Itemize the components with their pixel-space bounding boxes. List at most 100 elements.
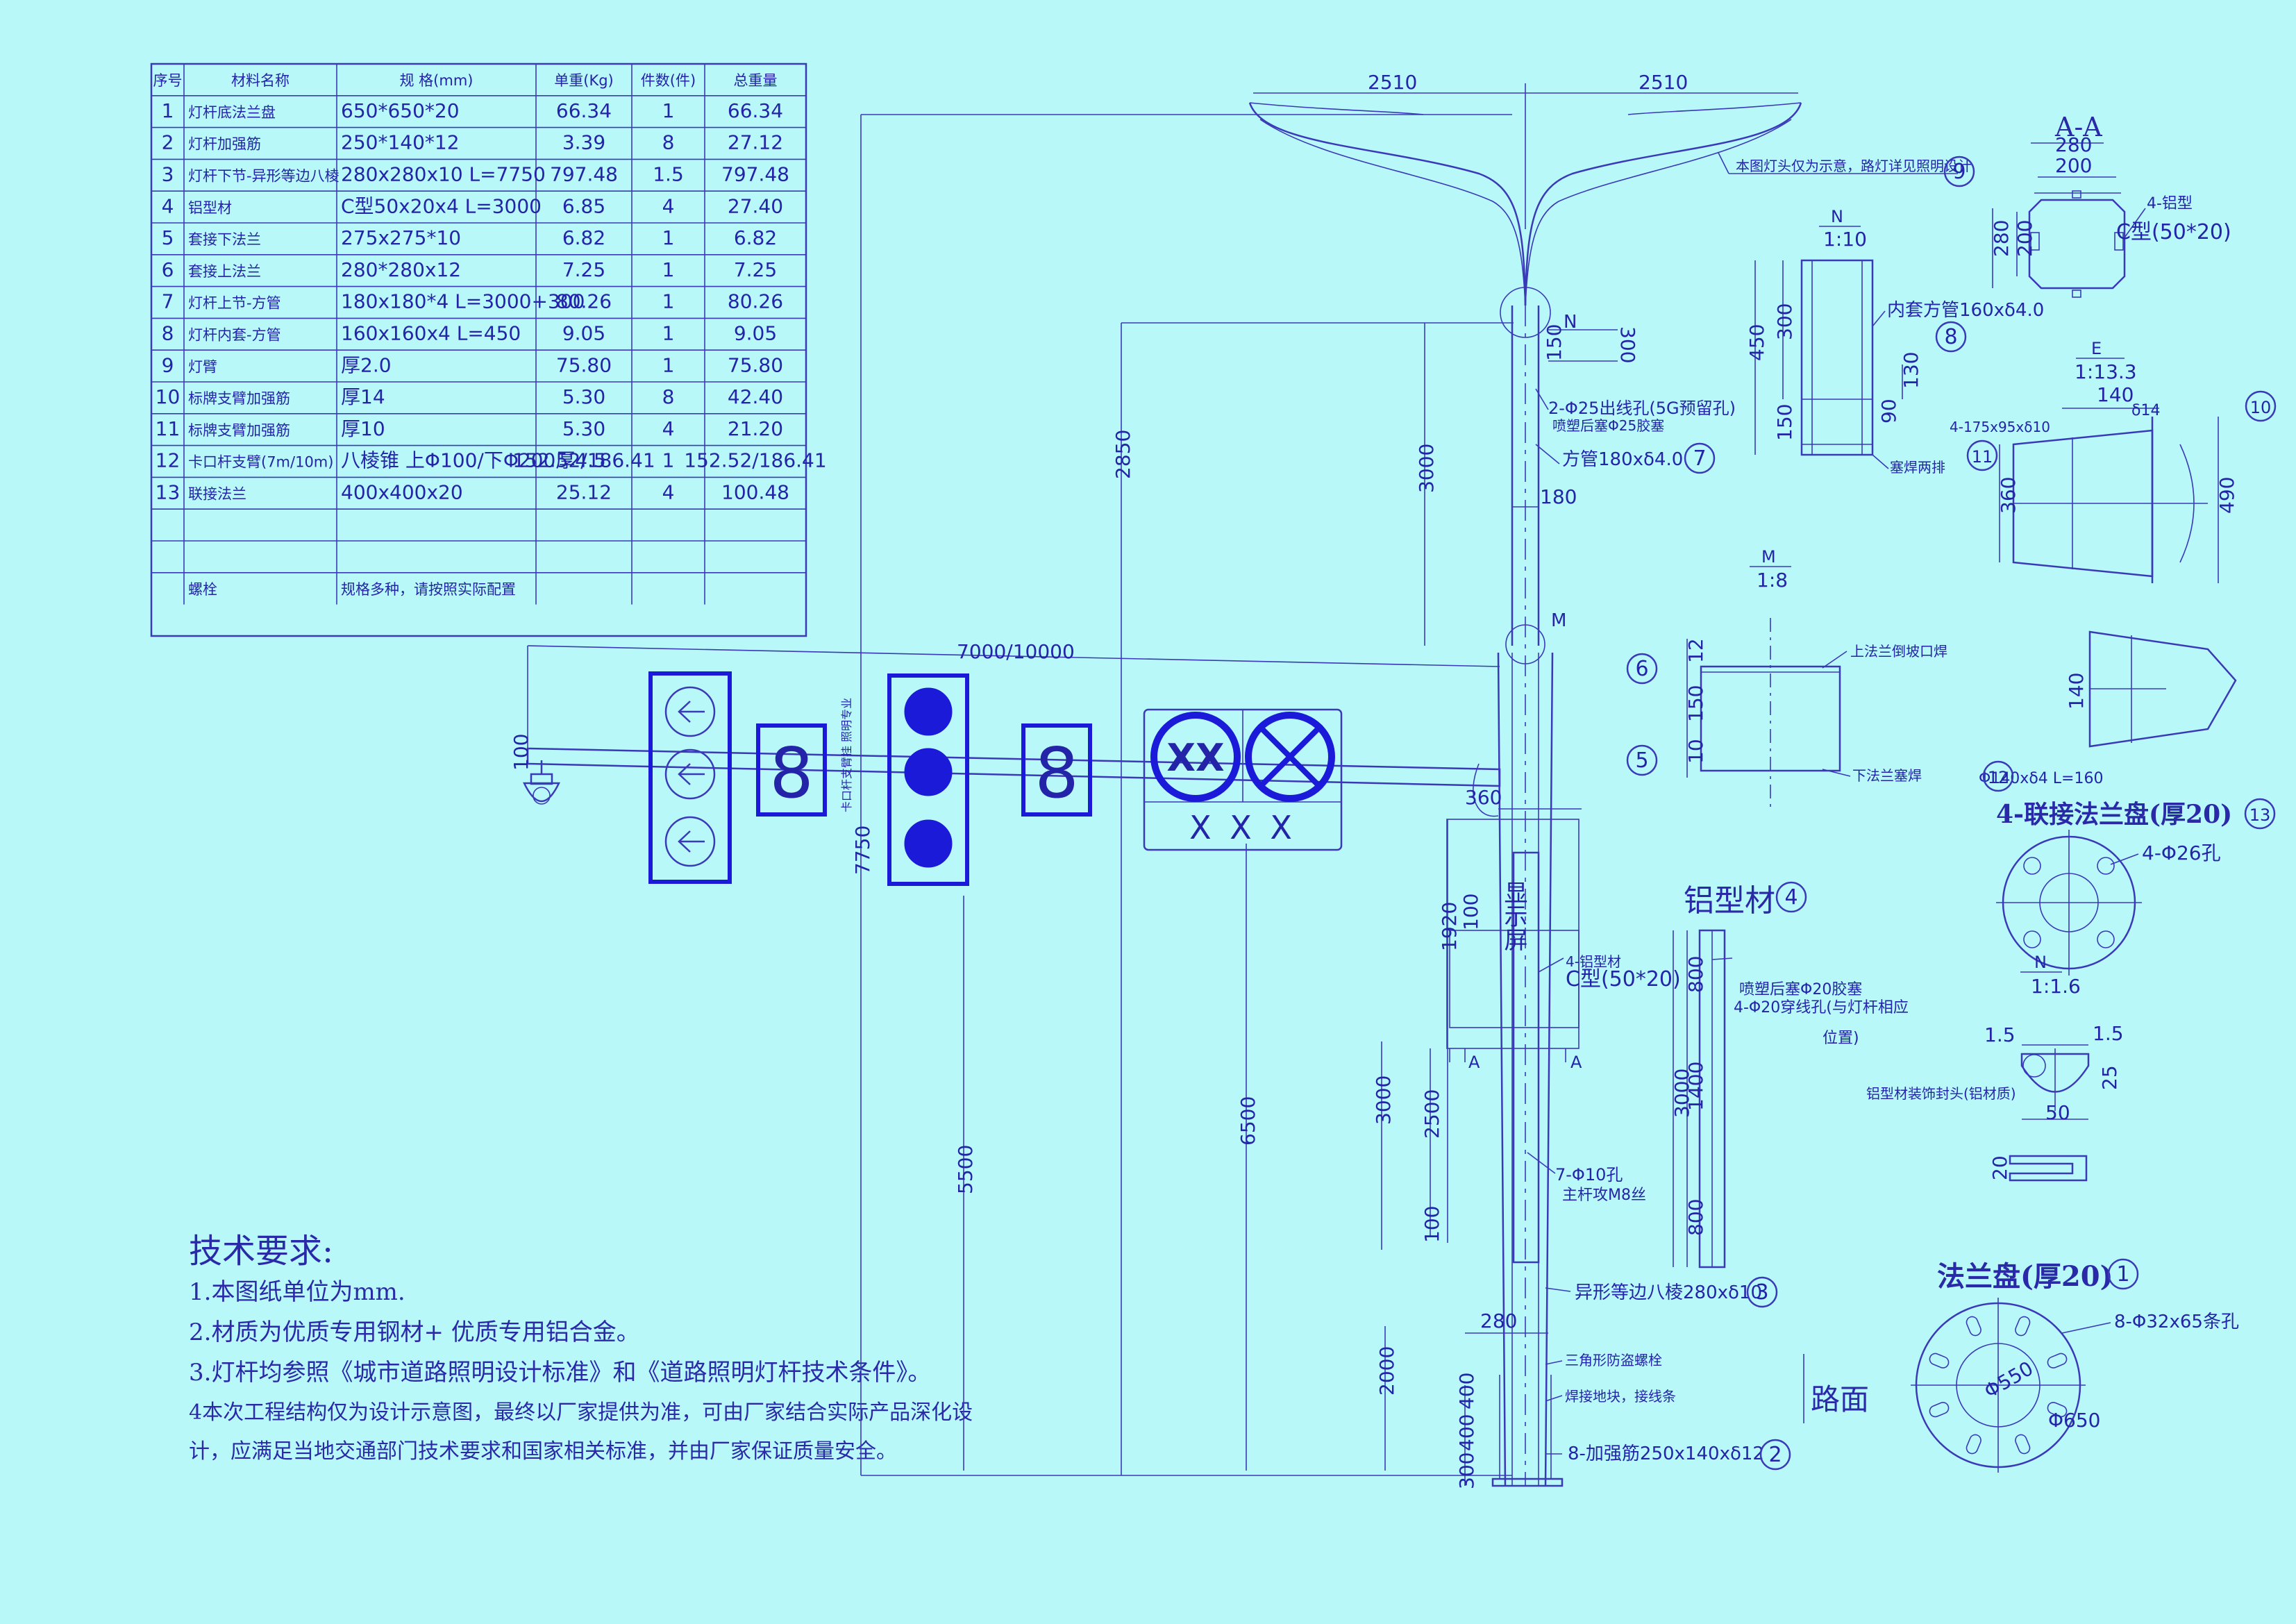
table-cell: 797.48: [550, 163, 618, 186]
note-tube: 方管180xδ4.0: [1562, 449, 1683, 470]
dim-7750: 7750: [851, 826, 874, 875]
callout-number: 13: [2249, 805, 2271, 825]
dim-300-n: 300: [1616, 326, 1639, 363]
callout-circle: [1759, 1439, 1791, 1471]
label-a1: A: [1468, 1053, 1480, 1072]
dim-2850: 2850: [1112, 430, 1134, 479]
table-cell: 单重(Kg): [554, 72, 614, 89]
table-cell: 6.82: [562, 226, 605, 249]
left-arrow-icon: [678, 763, 705, 785]
note-holes: 7-Φ10孔: [1555, 1165, 1623, 1184]
alu-1400: 1400: [1684, 1062, 1707, 1111]
table-cell: 250*140*12: [341, 131, 460, 154]
table-cell: 25.12: [556, 481, 612, 504]
table-cell: 797.48: [721, 163, 789, 186]
n2-15a: 1.5: [1984, 1023, 2016, 1046]
display-label: 显示屏: [1500, 880, 1527, 951]
lamp-arm-left: [1248, 102, 1527, 306]
m-scale: 1:8: [1757, 569, 1788, 592]
callout-circle: [2244, 798, 2276, 830]
callout-circle: [1943, 156, 1975, 187]
table-cell: 套接下法兰: [188, 231, 261, 248]
n-weld-note: 塞焊两排: [1890, 459, 1945, 476]
table-cell: 厚10: [341, 417, 385, 440]
tech-title: 技术要求:: [189, 1232, 333, 1271]
n-130: 130: [1900, 352, 1922, 389]
table-cell: 21.20: [728, 417, 783, 440]
sign-left-text: XX: [1166, 736, 1224, 780]
dim-2500: 2500: [1421, 1089, 1443, 1139]
table-cell: 27.40: [728, 194, 783, 217]
table-cell: 1: [662, 449, 675, 472]
callout-circle: [1982, 760, 2014, 792]
n2-scale: 1:1.6: [2031, 975, 2081, 998]
alu-note-1: 喷塑后塞Φ20胶塞: [1739, 981, 1862, 998]
e-plate-note: 4-175x95xδ10: [1950, 419, 2050, 435]
table-cell: 7: [162, 290, 174, 313]
note-antitheft: 三角形防盗螺栓: [1565, 1352, 1662, 1368]
dim-6500: 6500: [1237, 1096, 1259, 1146]
table-cell: 灯杆底法兰盘: [188, 104, 276, 121]
flange-slot: [1929, 1353, 1950, 1368]
camera-icon: [523, 760, 560, 805]
dim-360: 360: [1465, 786, 1502, 809]
n-scale: 1:10: [1823, 228, 1867, 251]
table-cell: 3: [162, 163, 174, 186]
callout-circle: [1935, 321, 1967, 353]
table-cell: 152.52/186.41: [512, 449, 655, 472]
signal-lamp-yellow: [904, 748, 953, 796]
countdown-display-1: 8: [756, 723, 827, 817]
left-arrow-icon: [678, 830, 705, 853]
callout-number: 10: [2250, 398, 2272, 417]
dim-arm-right: 2510: [1639, 71, 1688, 94]
table-cell: 2: [162, 131, 174, 154]
dim-400a: 400: [1455, 1373, 1478, 1409]
flange-slot: [2015, 1434, 2031, 1455]
table-cell: 160x160x4 L=450: [341, 322, 521, 345]
callout-number: 4: [1784, 885, 1798, 910]
table-cell: 八棱锥 上Φ100/下Φ200厚4.5: [341, 449, 606, 472]
signal-arm-body: [526, 747, 1501, 787]
arm-note: 卡口杆支臂挂 照明专业: [840, 698, 853, 812]
aa-alu-note2: C型(50*20): [2116, 220, 2231, 244]
callout-number: 9: [1952, 160, 1966, 184]
label-n: N: [1564, 312, 1577, 333]
table-cell: 9.05: [734, 322, 777, 345]
dim-100c: 100: [510, 734, 533, 771]
n-tube-note: 内套方管160xδ4.0: [1887, 300, 2044, 321]
alu-note-2: 4-Φ20穿线孔(与灯杆相应: [1734, 999, 1909, 1016]
signal-lamp-green: [904, 819, 953, 868]
flange1-holes: 8-Φ32x65条孔: [2114, 1312, 2239, 1332]
table-cell: 280*280x12: [341, 258, 461, 281]
detail-n: N 1:10 450 300 150 内套方管160xδ4.0 130 90 塞…: [1745, 207, 2044, 476]
alu-profile: 铝型材 喷塑后塞Φ20胶塞 4-Φ20穿线孔(与灯杆相应 位置) 800 300…: [1670, 883, 1909, 1269]
part-12: 140 Φ140xδ4 L=160: [1979, 630, 2237, 787]
note-5g: 2-Φ25出线孔(5G预留孔): [1548, 399, 1736, 418]
table-cell: 75.80: [556, 353, 612, 376]
left-arrow-icon: [678, 701, 705, 723]
n-150: 150: [1773, 404, 1796, 441]
detail-m: M 1:8 12 150 10 上法兰倒坡口焊 下法兰塞焊: [1684, 547, 1947, 812]
tech-line-2: 2.材质为优质专用钢材+ 优质专用铝合金。: [189, 1319, 640, 1346]
table-cell: 标牌支臂加强筋: [188, 390, 290, 407]
note-ground: 焊接地块，接线条: [1565, 1388, 1676, 1405]
note-rib: 8-加强筋250x140xδ12: [1568, 1443, 1764, 1464]
table-cell: 1: [662, 353, 675, 376]
table-cell: 66.34: [556, 99, 612, 122]
flange-slot: [1966, 1434, 1981, 1455]
flange1-650: Φ650: [2048, 1409, 2100, 1432]
table-cell: 序号: [153, 72, 183, 89]
aa-alu-note: 4-铝型: [2147, 195, 2193, 212]
alu-3000: 3000: [1670, 1069, 1693, 1118]
dim-100a: 100: [1459, 894, 1482, 930]
flange-13: 4-联接法兰盘(厚20) 4-Φ26孔: [1996, 800, 2232, 976]
aa-280: 280: [2055, 133, 2092, 156]
m-150: 150: [1684, 685, 1707, 722]
e-scale: 1:13.3: [2075, 360, 2137, 383]
callout-number: 3: [1755, 1280, 1768, 1305]
m-lower-note: 下法兰塞焊: [1852, 767, 1922, 784]
n2-title: N: [2034, 953, 2047, 972]
road-label: 路面: [1811, 1382, 1869, 1416]
sign-bottom-text: X X X: [1189, 809, 1296, 846]
